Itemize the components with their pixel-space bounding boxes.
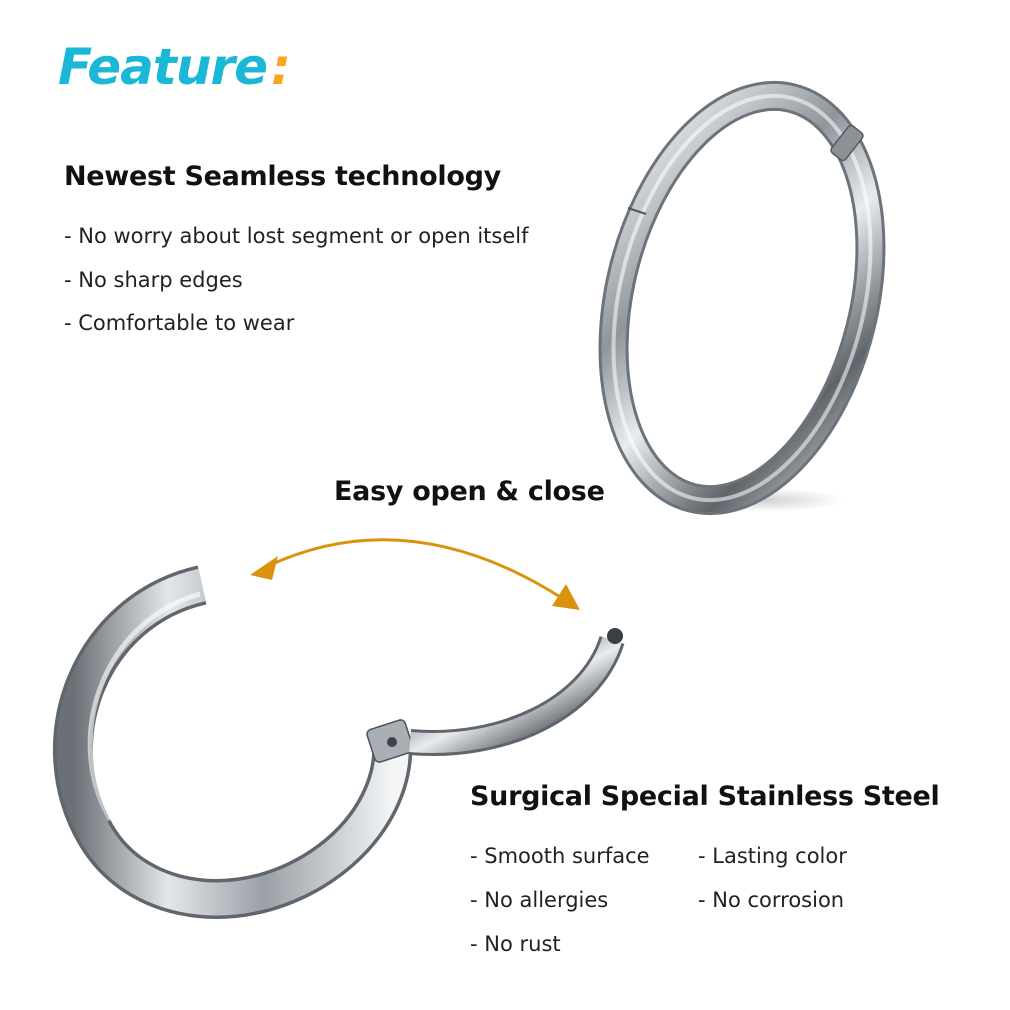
easy-open-heading: Easy open & close [334,476,605,507]
steel-bullet: No rust [470,934,560,955]
open-close-arrow-icon [250,538,580,610]
feature-title-text: Feature [58,38,268,96]
seamless-bullet: Comfortable to wear [64,313,294,334]
closed-ring-image [598,80,886,516]
steel-bullet: No corrosion [698,890,844,911]
steel-heading: Surgical Special Stainless Steel [470,781,940,812]
seamless-bullet: No worry about lost segment or open itse… [64,226,528,247]
seamless-heading: Newest Seamless technology [64,161,501,192]
feature-title-colon: : [271,38,291,96]
seamless-bullet: No sharp edges [64,270,242,291]
steel-bullet: No allergies [470,890,608,911]
feature-title: Feature: [58,42,291,92]
steel-bullet: Smooth surface [470,846,649,867]
steel-bullet: Lasting color [698,846,847,867]
